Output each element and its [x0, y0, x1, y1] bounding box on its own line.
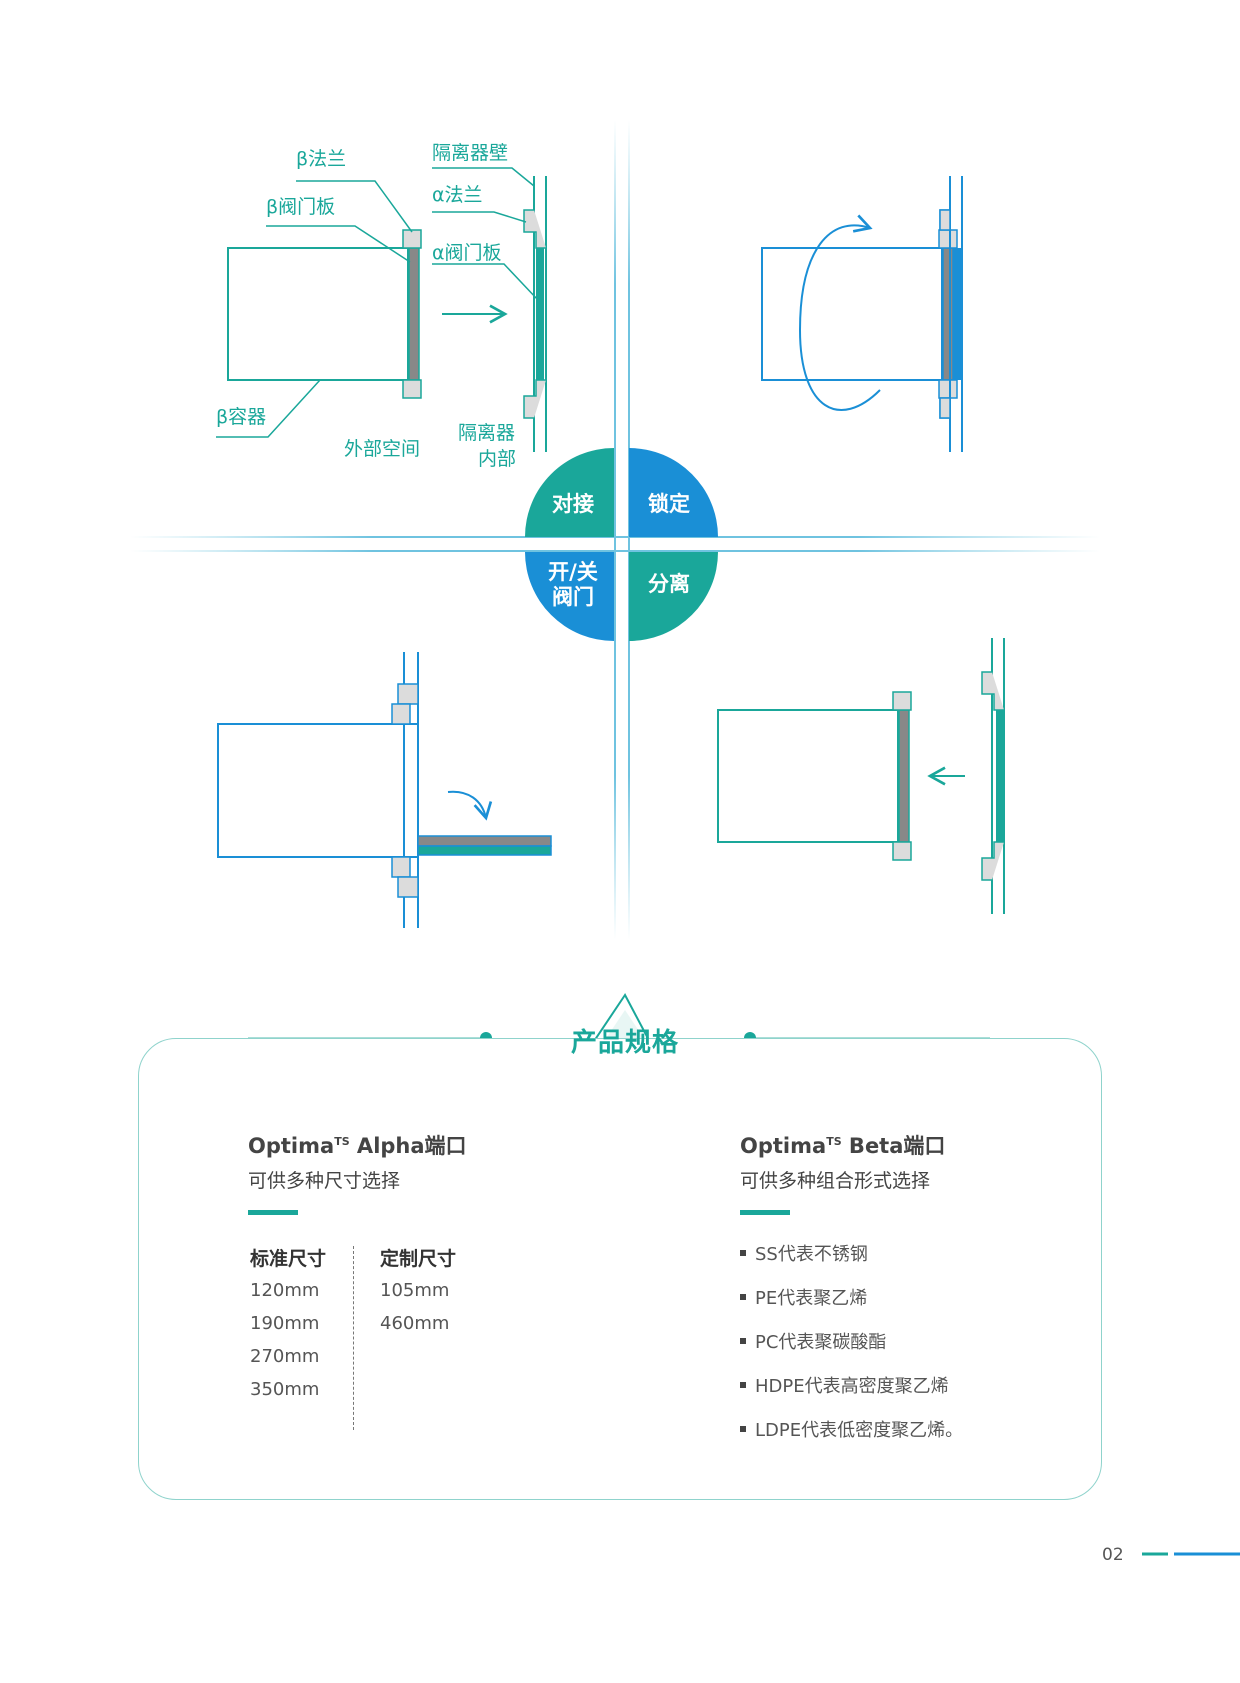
bullet-icon — [740, 1426, 746, 1432]
dock-quadrant — [525, 448, 614, 537]
custom-size-item: 460mm — [380, 1313, 450, 1334]
material-item-text: PC代表聚碳酸酯 — [755, 1332, 887, 1353]
list-item: PC代表聚碳酸酯 — [740, 1328, 963, 1372]
alpha-title-prefix: Optima — [248, 1134, 335, 1158]
bullet-icon — [740, 1338, 746, 1344]
beta-title-prefix: Optima — [740, 1134, 827, 1158]
list-item: HDPE代表高密度聚乙烯 — [740, 1372, 963, 1416]
standard-size-item: 350mm — [250, 1379, 320, 1400]
beta-port-title: OptimaTS Beta端口 — [740, 1130, 945, 1160]
alpha-title-suffix: Alpha端口 — [349, 1134, 467, 1158]
separate-diagram — [717, 638, 1005, 914]
beta-title-sup: TS — [826, 1135, 842, 1148]
standard-size-item: 270mm — [250, 1346, 320, 1367]
custom-size-item: 105mm — [380, 1280, 450, 1301]
standard-size-header: 标准尺寸 — [250, 1248, 327, 1270]
list-item: LDPE代表低密度聚乙烯。 — [740, 1416, 963, 1460]
alpha-accent-bar — [248, 1210, 298, 1215]
step-dock-label: 对接 — [552, 492, 594, 516]
material-item-text: HDPE代表高密度聚乙烯 — [755, 1376, 949, 1397]
lock-quadrant — [629, 448, 718, 537]
step-open-close-line2: 阀门 — [552, 585, 594, 610]
step-lock-label: 锁定 — [648, 492, 690, 516]
alpha-valve-plate-label: α阀门板 — [432, 242, 502, 264]
material-item-text: PE代表聚乙烯 — [755, 1288, 868, 1309]
beta-accent-bar — [740, 1210, 790, 1215]
custom-size-header: 定制尺寸 — [380, 1248, 457, 1270]
beta-title-suffix: Beta端口 — [841, 1134, 946, 1158]
beta-port-subtitle: 可供多种组合形式选择 — [740, 1170, 931, 1192]
page-number: 02 — [1102, 1545, 1124, 1565]
open-close-quadrant — [525, 552, 614, 641]
isolator-inside-label-2: 内部 — [478, 448, 517, 470]
material-item-text: SS代表不锈钢 — [755, 1244, 868, 1265]
isolator-inside-label-1: 隔离器 — [458, 422, 516, 444]
separate-quadrant — [629, 552, 718, 641]
beta-valve-plate-label: β阀门板 — [266, 196, 336, 218]
beta-flange-label: β法兰 — [296, 148, 347, 170]
material-item-text: LDPE代表低密度聚乙烯。 — [755, 1420, 964, 1441]
alpha-port-subtitle: 可供多种尺寸选择 — [248, 1170, 401, 1192]
lock-diagram — [761, 176, 963, 452]
spec-section-title: 产品规格 — [570, 1028, 679, 1058]
alpha-flange-label: α法兰 — [432, 184, 483, 206]
open-close-diagram — [217, 652, 552, 928]
step-circle — [525, 448, 718, 641]
outside-space-label: 外部空间 — [344, 438, 421, 460]
step-open-close-line1: 开/关 — [548, 560, 598, 584]
list-item: PE代表聚乙烯 — [740, 1284, 963, 1328]
beta-container-label: β容器 — [216, 406, 267, 428]
alpha-title-sup: TS — [334, 1135, 350, 1148]
step-open-close-label: 开/关 阀门 — [541, 560, 605, 610]
step-separate-label: 分离 — [648, 572, 690, 596]
size-column-divider — [353, 1246, 354, 1430]
bullet-icon — [740, 1250, 746, 1256]
bullet-icon — [740, 1294, 746, 1300]
list-item: SS代表不锈钢 — [740, 1240, 963, 1284]
standard-size-item: 190mm — [250, 1313, 320, 1334]
spec-panel — [138, 1038, 1102, 1500]
spec-title-badge: 产品规格 — [545, 990, 705, 1090]
material-list: SS代表不锈钢 PE代表聚乙烯 PC代表聚碳酸酯 HDPE代表高密度聚乙烯 LD… — [740, 1240, 963, 1460]
standard-size-item: 120mm — [250, 1280, 320, 1301]
bullet-icon — [740, 1382, 746, 1388]
alpha-port-title: OptimaTS Alpha端口 — [248, 1130, 467, 1160]
dock-diagram — [216, 167, 547, 452]
isolator-wall-label: 隔离器壁 — [432, 142, 509, 164]
